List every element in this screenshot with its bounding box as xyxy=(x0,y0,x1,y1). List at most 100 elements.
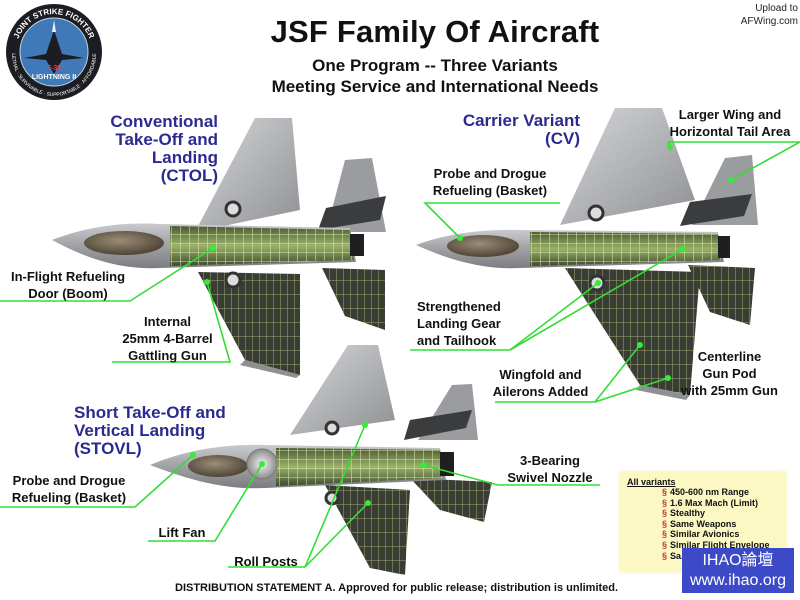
page-subtitle-1: One Program -- Three Variants xyxy=(312,56,558,75)
section-bullet-icon: § xyxy=(662,508,668,519)
stovl-title-line-1: Short Take-Off and xyxy=(74,403,226,422)
page-title: JSF Family Of Aircraft xyxy=(270,14,600,49)
callout-line: Larger Wing and xyxy=(678,107,782,122)
section-bullet-icon: § xyxy=(662,550,668,561)
callout-stovl-roll-posts: Roll Posts xyxy=(228,553,304,570)
info-box-item: §Same Weapons xyxy=(662,519,770,530)
jet-silhouette-icon xyxy=(24,30,84,74)
logo-name: LIGHTNING II xyxy=(32,74,76,81)
callout-line: 25mm 4-Barrel xyxy=(122,331,213,346)
leader-stovl-liftfan xyxy=(148,463,263,542)
cv-exhaust xyxy=(718,236,730,258)
ctol-lower-tail xyxy=(322,268,385,330)
cv-aircraft xyxy=(416,108,758,400)
info-box-item: §Sa... xyxy=(662,551,770,562)
cv-lower-wing xyxy=(565,268,700,395)
callout-line: 3-Bearing xyxy=(520,453,580,468)
callout-ctol-refueling-door: In-Flight Refueling Door (Boom) xyxy=(0,268,136,302)
ctol-title-line-1: Conventional xyxy=(110,112,218,131)
page-subtitle-2: Meeting Service and International Needs xyxy=(271,77,599,96)
callout-line: Probe and Drogue xyxy=(12,473,126,488)
callout-line: Horizontal Tail Area xyxy=(669,124,791,139)
cv-variant-title: Carrier Variant (CV) xyxy=(430,112,580,148)
cv-title-line-1: Carrier Variant xyxy=(462,111,580,130)
upload-credit: Upload to AFWing.com xyxy=(741,2,798,28)
ctol-variant-title: Conventional Take-Off and Landing (CTOL) xyxy=(80,113,218,185)
callout-line: Gattling Gun xyxy=(128,348,207,363)
callout-cv-larger-wing: Larger Wing and Horizontal Tail Area xyxy=(660,106,800,140)
callout-line: and Tailhook xyxy=(417,333,497,348)
callout-line: Door (Boom) xyxy=(28,286,108,301)
section-bullet-icon: § xyxy=(662,539,668,550)
leader-ctol-gun xyxy=(112,281,232,363)
info-item-text: Similar Flight Envelope xyxy=(670,539,770,550)
callout-line: Strengthened xyxy=(417,299,501,314)
cv-title-line-2: (CV) xyxy=(545,129,580,148)
logo-model: F-35 xyxy=(47,65,62,72)
callout-cv-probe: Probe and Drogue Refueling (Basket) xyxy=(420,165,560,199)
info-box-list: §450-600 nm Range §1.6 Max Mach (Limit) … xyxy=(662,487,770,561)
stovl-lower-wing xyxy=(325,485,410,575)
callout-dots xyxy=(190,144,734,506)
jsf-logo: F-35 LIGHTNING II JOINT STRIKE FIGHTER L… xyxy=(6,4,102,100)
section-bullet-icon: § xyxy=(662,529,668,540)
cv-upper-wing xyxy=(560,108,695,225)
leader-cv-tail xyxy=(730,141,800,181)
ctol-aircraft xyxy=(52,118,386,378)
callout-line: Lift Fan xyxy=(158,525,206,540)
stovl-variant-title: Short Take-Off and Vertical Landing (STO… xyxy=(74,404,244,458)
stovl-canopy xyxy=(188,455,248,477)
ctol-exhaust xyxy=(350,234,364,256)
info-box-item: §Similar Flight Envelope xyxy=(662,540,770,551)
callout-line: Landing Gear xyxy=(417,316,501,331)
leader-stovl-nozzle xyxy=(422,464,600,486)
cv-canopy xyxy=(447,235,519,257)
leader-ctol-refueling xyxy=(0,247,214,302)
stovl-title-line-3: (STOVL) xyxy=(74,439,142,458)
section-bullet-icon: § xyxy=(662,518,668,529)
callout-stovl-probe: Probe and Drogue Refueling (Basket) xyxy=(0,472,138,506)
upload-line-2: AFWing.com xyxy=(740,16,798,27)
stovl-title-line-2: Vertical Landing xyxy=(74,421,206,440)
ctol-title-line-3: Landing xyxy=(151,148,218,167)
ctol-lower-wing xyxy=(198,272,300,375)
section-bullet-icon: § xyxy=(662,497,668,508)
callout-line: Centerline xyxy=(697,349,762,364)
leader-lines xyxy=(0,141,800,568)
ctol-title-line-4: (CTOL) xyxy=(160,166,218,185)
info-item-text: Similar Avionics xyxy=(670,529,740,540)
callout-line: Roll Posts xyxy=(234,554,298,569)
watermark-badge: IHAO論壇 www.ihao.org xyxy=(682,548,794,593)
section-bullet-icon: § xyxy=(662,487,668,497)
info-item-text: Same Weapons xyxy=(670,518,737,529)
info-item-text: Sa... xyxy=(670,550,689,561)
info-item-text: Stealthy xyxy=(670,508,706,519)
callout-cv-landing-gear: Strengthened Landing Gear and Tailhook xyxy=(417,298,527,349)
upload-line-1: Upload to xyxy=(755,3,798,14)
info-box-item: §450-600 nm Range xyxy=(662,487,770,498)
callout-cv-wingfold: Wingfold and Ailerons Added xyxy=(483,366,598,400)
ctol-upper-wing xyxy=(195,118,300,232)
callout-line: Wingfold and xyxy=(499,367,582,382)
ctol-title-line-2: Take-Off and xyxy=(115,130,218,149)
info-box-item: §Similar Avionics xyxy=(662,529,770,540)
watermark-line-2: www.ihao.org xyxy=(689,572,787,589)
callout-ctol-gun: Internal 25mm 4-Barrel Gattling Gun xyxy=(110,313,225,364)
callout-line: Gun Pod xyxy=(702,366,757,381)
callout-line: In-Flight Refueling xyxy=(10,269,126,284)
callout-line: Swivel Nozzle xyxy=(507,470,593,485)
info-box-header: All variants xyxy=(627,477,676,487)
callout-line: Ailerons Added xyxy=(492,384,589,399)
info-box-item: §Stealthy xyxy=(662,508,770,519)
stovl-aircraft xyxy=(150,345,492,575)
callout-line: with 25mm Gun xyxy=(681,383,778,398)
cv-lower-tail xyxy=(688,265,755,325)
callout-cv-gun-pod: Centerline Gun Pod with 25mm Gun xyxy=(672,348,787,399)
callout-stovl-swivel-nozzle: 3-Bearing Swivel Nozzle xyxy=(500,452,600,486)
info-item-text: 450-600 nm Range xyxy=(670,487,750,497)
callout-line: Refueling (Basket) xyxy=(432,183,548,198)
callout-line: Probe and Drogue xyxy=(433,166,547,181)
stovl-upper-wing xyxy=(290,345,395,435)
callout-line: Internal xyxy=(144,314,191,329)
